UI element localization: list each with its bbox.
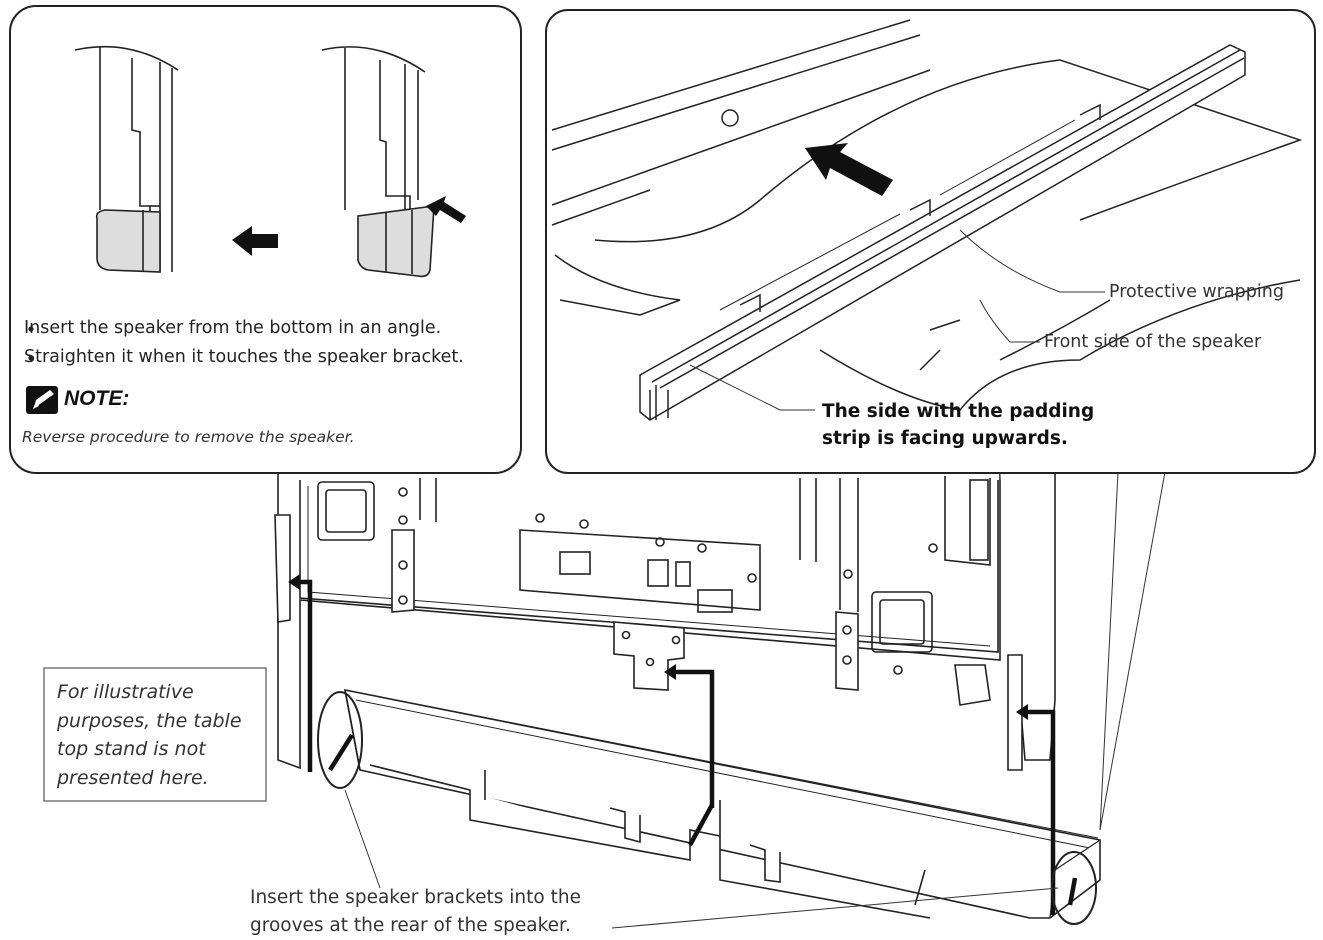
- note-text: Reverse procedure to remove the speaker.: [22, 428, 355, 446]
- pencil-note-icon: [26, 386, 58, 414]
- illustrative-note-box: [43, 667, 267, 802]
- instruction-bullet-straighten: Straighten it when it touches the speake…: [24, 347, 464, 367]
- illustrative-note-line: presented here.: [57, 766, 209, 789]
- insert-caption-line: Insert the speaker brackets into the: [250, 887, 581, 908]
- illustrative-note-line: For illustrative: [57, 681, 194, 703]
- padding-strip-label-line: strip is facing upwards.: [822, 428, 1068, 449]
- bracket-detail-drawing: [74, 45, 435, 278]
- speaker-bar: [343, 688, 1101, 919]
- padding-strip-label: The side with the padding strip is facin…: [822, 398, 1094, 452]
- direction-arrow: [805, 143, 893, 196]
- bullet-dot: [28, 355, 34, 361]
- bullet-dot: [28, 326, 34, 332]
- insert-caption-line: grooves at the rear of the speaker.: [250, 915, 571, 936]
- arrow-heads: [288, 574, 1028, 720]
- protective-wrapping-label: Protective wrapping: [1109, 282, 1284, 302]
- note-title: NOTE:: [64, 387, 130, 410]
- front-side-label: Front side of the speaker: [1044, 332, 1262, 352]
- detail-arrows: [232, 196, 466, 256]
- groove-callouts: [317, 691, 1097, 925]
- panel-leader-lines: [689, 229, 1105, 411]
- illustrative-note: For illustrative purposes, the table top…: [57, 678, 242, 792]
- illustrative-note-line: top stand is not: [57, 738, 206, 760]
- instruction-bullet-insert: Insert the speaker from the bottom in an…: [24, 318, 442, 338]
- illustrative-note-line: purposes, the table: [57, 709, 242, 732]
- speaker-top-drawing: [551, 19, 1303, 421]
- insert-brackets-caption: Insert the speaker brackets into the gro…: [250, 884, 581, 940]
- leader-lines: [344, 471, 1166, 929]
- padding-strip-label-line: The side with the padding: [822, 401, 1095, 422]
